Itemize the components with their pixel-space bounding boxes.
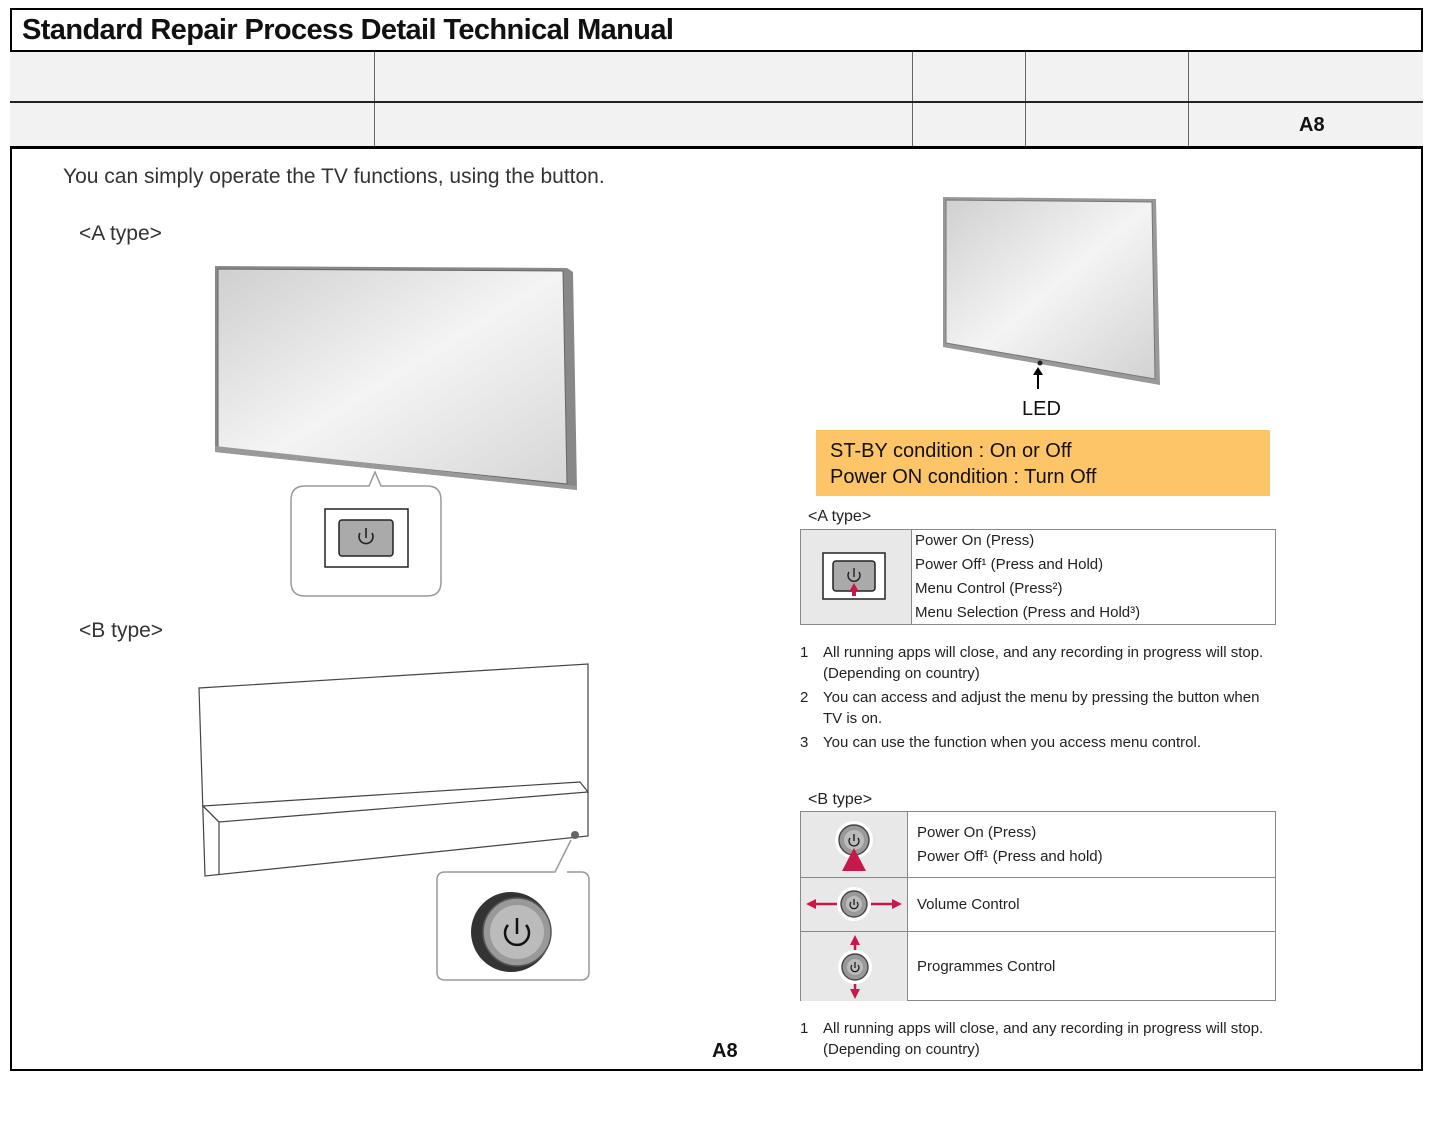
function-item: Power On (Press) — [917, 823, 1037, 841]
a-type-label: <A type> — [79, 222, 162, 245]
table-b-label: <B type> — [808, 791, 873, 808]
function-item: Menu Control (Press²) — [915, 580, 1063, 597]
standby-note: ST-BY condition : On or Off Power ON con… — [816, 430, 1270, 496]
header-cell — [1026, 52, 1189, 148]
joystick-left-right-icon — [806, 887, 902, 921]
table-row: Power On (Press) Power Off¹ (Press and H… — [801, 530, 1275, 624]
function-item: Volume Control — [917, 895, 1020, 913]
led-label: LED — [1022, 398, 1061, 420]
table-b-row1-functions: Power On (Press) Power Off¹ (Press and h… — [917, 812, 1103, 877]
table-row: Programmes Control — [801, 931, 1275, 1001]
footnote-text: All running apps will close, and any rec… — [823, 1020, 1264, 1058]
button-icon-cell — [801, 812, 908, 877]
header-grid — [10, 52, 1423, 148]
table-a-functions: Power On (Press) Power Off¹ (Press and H… — [915, 530, 1140, 624]
tv-a-type-illustration — [215, 266, 577, 597]
table-b: Power On (Press) Power Off¹ (Press and h… — [800, 811, 1276, 1001]
footnote-text: All running apps will close, and any rec… — [823, 644, 1264, 682]
header-divider — [10, 50, 1423, 53]
footnote-number: 3 — [800, 734, 809, 751]
header-bottom-divider — [10, 146, 1423, 149]
header-cell — [1189, 52, 1423, 148]
footnote-number: 2 — [800, 689, 809, 706]
button-icon-cell — [801, 530, 912, 624]
function-item: Power Off¹ (Press and Hold) — [915, 556, 1104, 573]
button-icon-cell — [801, 878, 908, 931]
table-b-row3-functions: Programmes Control — [917, 932, 1055, 1001]
table-a: Power On (Press) Power Off¹ (Press and H… — [800, 529, 1276, 625]
joystick-up-down-icon — [838, 935, 872, 999]
header-cell — [10, 52, 375, 148]
page-frame — [10, 8, 1423, 1071]
intro-text: You can simply operate the TV functions,… — [63, 165, 605, 188]
header-row-divider — [10, 101, 1423, 103]
table-a-label: <A type> — [808, 508, 872, 525]
note-line-2: Power ON condition : Turn Off — [830, 466, 1097, 488]
tv-b-type-illustration — [198, 663, 590, 981]
page-title: Standard Repair Process Detail Technical… — [22, 14, 674, 46]
header-cell — [375, 52, 913, 148]
table-row: Power On (Press) Power Off¹ (Press and h… — [801, 812, 1275, 877]
joystick-press-icon — [835, 821, 873, 871]
footnote-number: 1 — [800, 644, 809, 661]
power-button-icon — [822, 552, 886, 600]
footnote-number: 1 — [800, 1020, 809, 1037]
function-item: Menu Selection (Press and Hold³) — [915, 604, 1141, 621]
tv-led-illustration — [943, 197, 1160, 389]
header-cell — [913, 52, 1026, 148]
table-row: Volume Control — [801, 877, 1275, 931]
b-type-label: <B type> — [79, 619, 164, 642]
footnote-text: You can use the function when you access… — [823, 734, 1202, 751]
function-item: Programmes Control — [917, 957, 1056, 975]
function-item: Power On (Press) — [915, 532, 1035, 549]
footnote-text: You can access and adjust the menu by pr… — [823, 689, 1260, 727]
table-b-row2-functions: Volume Control — [917, 878, 1020, 931]
document-code: A8 — [1299, 114, 1325, 136]
note-line-1: ST-BY condition : On or Off — [830, 440, 1072, 462]
function-item: Power Off¹ (Press and hold) — [917, 847, 1103, 865]
button-icon-cell — [801, 932, 908, 1001]
page-number: A8 — [712, 1040, 738, 1062]
